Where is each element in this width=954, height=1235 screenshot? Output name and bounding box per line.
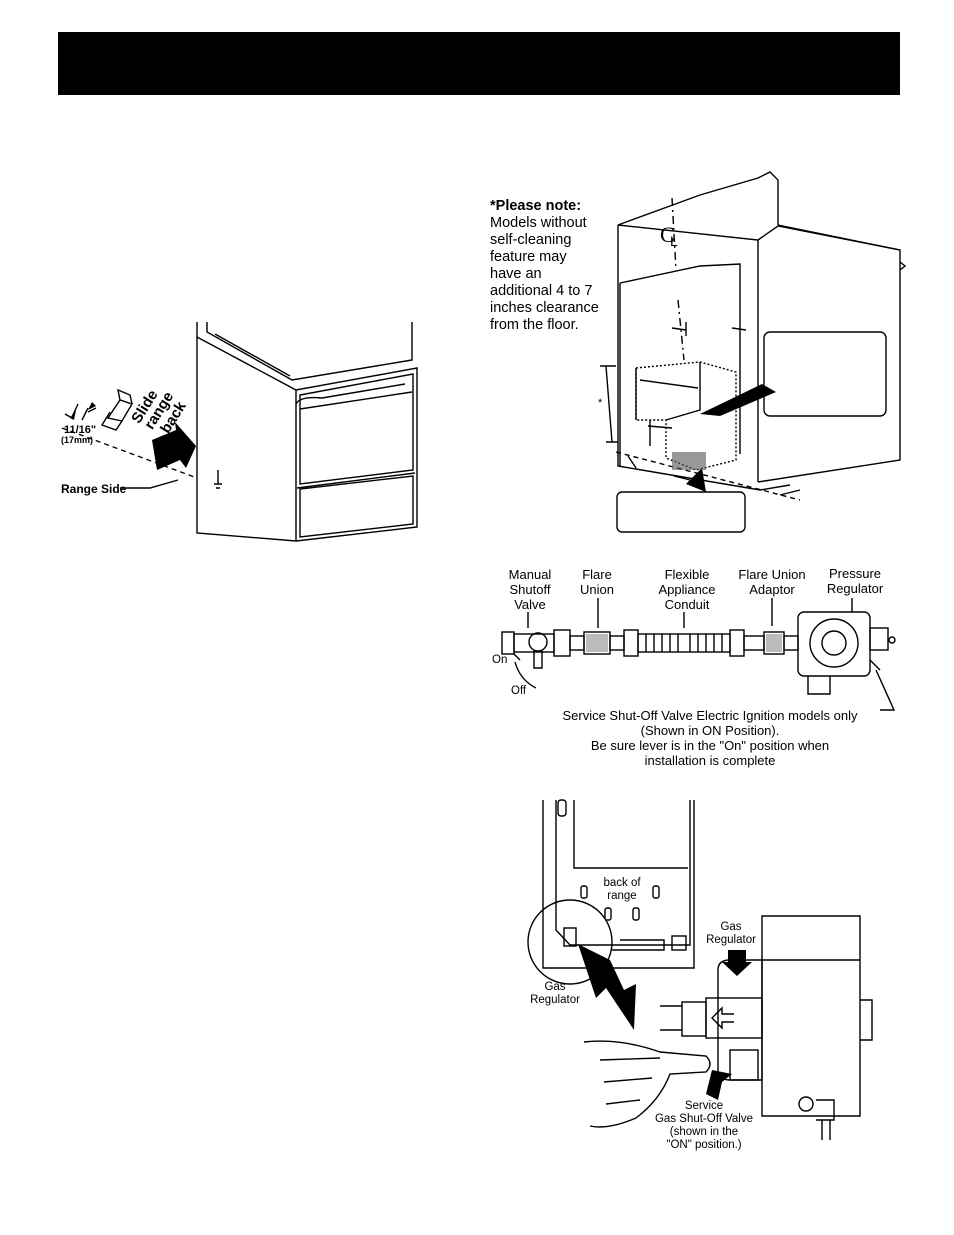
label-gas-regulator-right: Gas Regulator (706, 921, 756, 946)
header-bar (58, 32, 900, 95)
centerline-symbol: C (660, 222, 675, 247)
bracket-dimension: 11/16" (64, 424, 97, 436)
label-gas-regulator-left: Gas Regulator (530, 981, 580, 1006)
label-flexible-conduit: Flexible Appliance Conduit (658, 567, 716, 612)
bracket-dimension-metric: (17mm) (61, 435, 94, 445)
label-flare-union-adaptor: Flare Union Adaptor (738, 567, 806, 597)
label-manual-shutoff: Manual Shutoff Valve (508, 567, 552, 612)
caption-line-2: (Shown in ON Position). (640, 723, 780, 738)
gas-line-caption: Service Shut-Off Valve Electric Ignition… (520, 708, 900, 768)
range-side-label: Range Side (61, 482, 127, 496)
centerline-subscript: L (670, 233, 678, 249)
valve-on-label: On (492, 654, 508, 666)
caption-line-1: Service Shut-Off Valve Electric Ignition… (562, 708, 858, 723)
label-back-of-range: back of range (603, 877, 641, 902)
label-service-valve: Service Gas Shut-Off Valve (shown in the… (654, 1100, 753, 1151)
caption-line-3: Be sure lever is in the "On" position wh… (590, 738, 830, 753)
note-heading: *Please note: (490, 198, 582, 214)
note-body: Models without self-cleaning feature may… (490, 215, 599, 333)
clearance-note: *Please note: Models without self-cleani… (490, 198, 602, 334)
label-pressure-regulator: Pressure Regulator (826, 566, 884, 596)
caption-line-4: installation is complete (644, 753, 776, 768)
valve-off-label: Off (511, 685, 527, 697)
clearance-asterisk: * (598, 397, 603, 409)
label-flare-union: Flare Union (580, 567, 614, 597)
